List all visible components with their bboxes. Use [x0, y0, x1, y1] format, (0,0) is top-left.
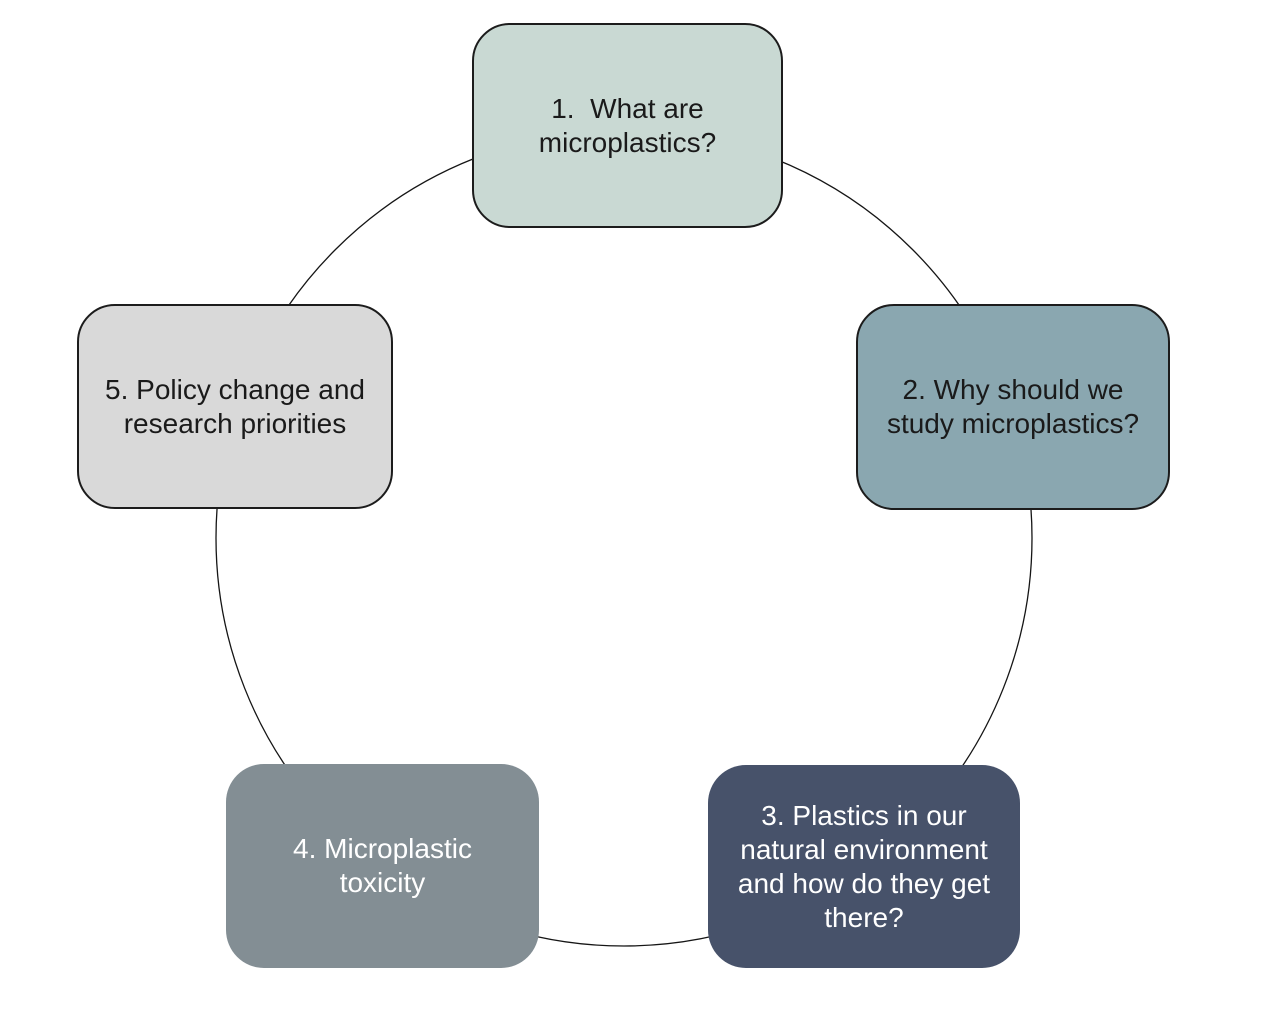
node-5-policy-change-research: 5. Policy change and research priorities [77, 304, 393, 509]
node-4-microplastic-toxicity: 4. Microplastic toxicity [226, 764, 539, 968]
node-5-label: 5. Policy change and research priorities [105, 373, 365, 439]
node-3-plastics-in-environment: 3. Plastics in our natural environment a… [708, 765, 1020, 968]
node-4-label: 4. Microplastic toxicity [293, 833, 472, 898]
node-1-label: 1. What are microplastics? [538, 92, 717, 158]
node-1-what-are-microplastics: 1. What are microplastics? [472, 23, 783, 228]
node-3-label: 3. Plastics in our natural environment a… [737, 799, 991, 933]
node-2-why-study-microplastics: 2. Why should we study microplastics? [856, 304, 1170, 510]
node-2-label: 2. Why should we study microplastics? [886, 374, 1140, 439]
